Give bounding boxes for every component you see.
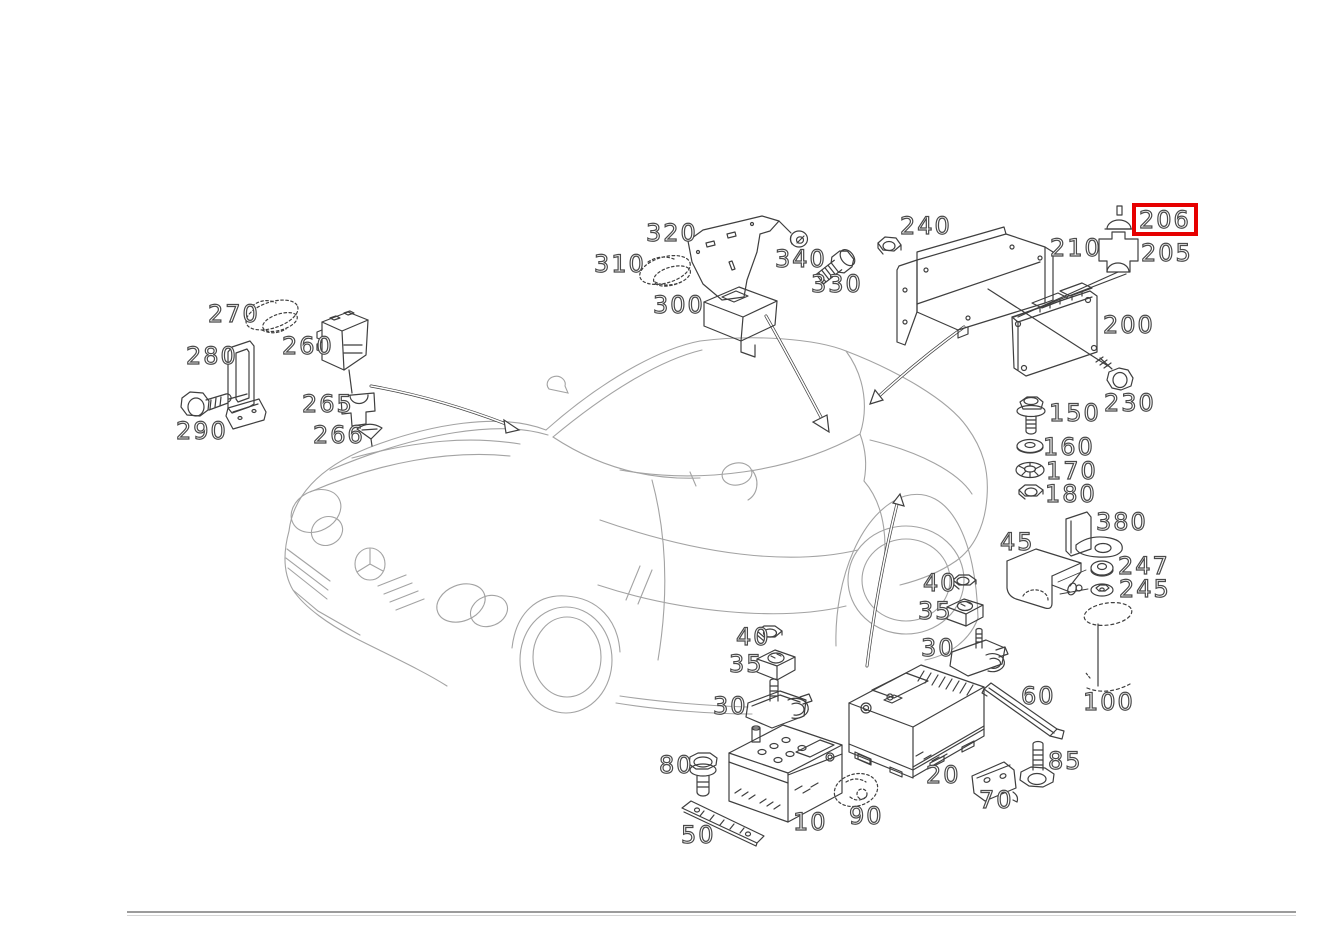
part-sketch-150-bolt — [1016, 396, 1046, 435]
part-sketch-320-bracket — [687, 215, 792, 301]
part-sketch-40-nut-left — [756, 625, 783, 642]
part-callout-180[interactable]: 180 — [1044, 480, 1097, 508]
part-sketch-70-bracket — [971, 761, 1019, 803]
part-sketch-40-nut-right — [952, 574, 977, 590]
part-sketch-80-bolt — [688, 752, 718, 797]
part-callout-70[interactable]: 70 — [978, 786, 1014, 814]
part-sketch-180-nut — [1018, 484, 1044, 500]
part-sketch-35-block-left — [756, 649, 796, 681]
part-callout-280[interactable]: 280 — [185, 342, 238, 370]
part-sketch-300-connector — [703, 286, 778, 358]
part-callout-290[interactable]: 290 — [175, 417, 228, 445]
mercedes-star-emblem — [354, 547, 386, 581]
part-sketch-30-terminal-right — [949, 627, 1009, 677]
part-sketch-160-washer — [1016, 438, 1044, 454]
part-callout-80[interactable]: 80 — [658, 751, 694, 779]
part-callout-30-right[interactable]: 30 — [920, 634, 956, 662]
part-sketch-260-relay — [316, 310, 369, 394]
part-callout-240[interactable]: 240 — [899, 212, 952, 240]
part-callout-206[interactable]: 206 — [1132, 203, 1198, 236]
part-callout-10[interactable]: 10 — [792, 808, 828, 836]
part-sketch-230-bolt — [1095, 356, 1134, 391]
part-callout-300[interactable]: 300 — [652, 291, 705, 319]
part-callout-40-left[interactable]: 40 — [735, 623, 771, 651]
part-callout-210[interactable]: 210 — [1049, 234, 1102, 262]
part-sketch-210-bracket — [896, 226, 1054, 346]
part-callout-60[interactable]: 60 — [1020, 682, 1056, 710]
part-callout-150[interactable]: 150 — [1048, 399, 1101, 427]
part-callout-200[interactable]: 200 — [1102, 311, 1155, 339]
leader-arrows — [369, 314, 966, 668]
part-sketch-85-bolt — [1019, 740, 1055, 788]
footer-separator-shadow — [127, 915, 1296, 916]
part-sketch-270-foam — [245, 299, 299, 334]
part-sketch-340-grommet — [789, 230, 809, 248]
part-callout-85[interactable]: 85 — [1047, 747, 1083, 775]
part-sketch-20-battery-large — [848, 664, 985, 779]
part-callout-260[interactable]: 260 — [281, 332, 334, 360]
part-sketch-35-block-right — [946, 598, 984, 627]
part-callout-30-left[interactable]: 30 — [712, 692, 748, 720]
part-callout-40-right[interactable]: 40 — [922, 569, 958, 597]
part-callout-380[interactable]: 380 — [1095, 508, 1148, 536]
part-callout-340[interactable]: 340 — [774, 245, 827, 273]
part-callout-35-left[interactable]: 35 — [728, 650, 764, 678]
part-callout-170[interactable]: 170 — [1045, 457, 1098, 485]
part-sketch-280-bracket — [225, 340, 267, 430]
part-sketch-10-battery-small — [728, 724, 843, 823]
part-sketch-310-foam — [639, 254, 692, 287]
part-sketch-265-clip — [340, 392, 376, 427]
part-callout-50[interactable]: 50 — [680, 821, 716, 849]
part-callout-247[interactable]: 247 — [1117, 552, 1170, 580]
part-sketch-330-bolt — [815, 249, 856, 285]
part-sketch-290-bolt — [180, 391, 248, 417]
part-callout-270[interactable]: 270 — [207, 300, 260, 328]
part-sketch-170-star-washer — [1015, 461, 1045, 479]
part-sketch-45-terminal-cover — [1006, 548, 1089, 610]
part-sketch-100-cable — [1083, 602, 1133, 692]
part-sketch-266-plug — [356, 423, 383, 447]
part-callout-310[interactable]: 310 — [593, 250, 646, 278]
part-callout-20[interactable]: 20 — [925, 761, 961, 789]
part-sketch-240-nut — [877, 236, 902, 255]
part-callout-320[interactable]: 320 — [645, 219, 698, 247]
part-callout-265[interactable]: 265 — [301, 390, 354, 418]
part-sketch-50-strip — [681, 800, 765, 847]
part-callout-35-right[interactable]: 35 — [917, 597, 953, 625]
part-callout-90[interactable]: 90 — [848, 802, 884, 830]
part-callout-45[interactable]: 45 — [999, 528, 1035, 556]
part-callout-330[interactable]: 330 — [810, 270, 863, 298]
part-sketch-380-clamp-bracket — [1065, 511, 1123, 558]
part-sketch-90-foam — [833, 772, 879, 808]
part-sketch-247-washer — [1090, 560, 1114, 577]
part-sketch-30-terminal-left — [745, 678, 813, 729]
part-callout-160[interactable]: 160 — [1042, 433, 1095, 461]
car-illustration — [284, 337, 988, 715]
part-sketch-245-nut — [1090, 583, 1114, 597]
part-callout-205[interactable]: 205 — [1140, 239, 1193, 267]
part-callout-100[interactable]: 100 — [1082, 688, 1135, 716]
part-sketch-60-bracket — [981, 682, 1065, 740]
part-sketch-206-clip — [1104, 205, 1134, 230]
part-callout-266[interactable]: 266 — [312, 421, 365, 449]
part-callout-245[interactable]: 245 — [1118, 575, 1171, 603]
part-callout-230[interactable]: 230 — [1103, 389, 1156, 417]
part-sketch-200-control-unit — [987, 273, 1127, 377]
footer-separator — [127, 911, 1296, 913]
